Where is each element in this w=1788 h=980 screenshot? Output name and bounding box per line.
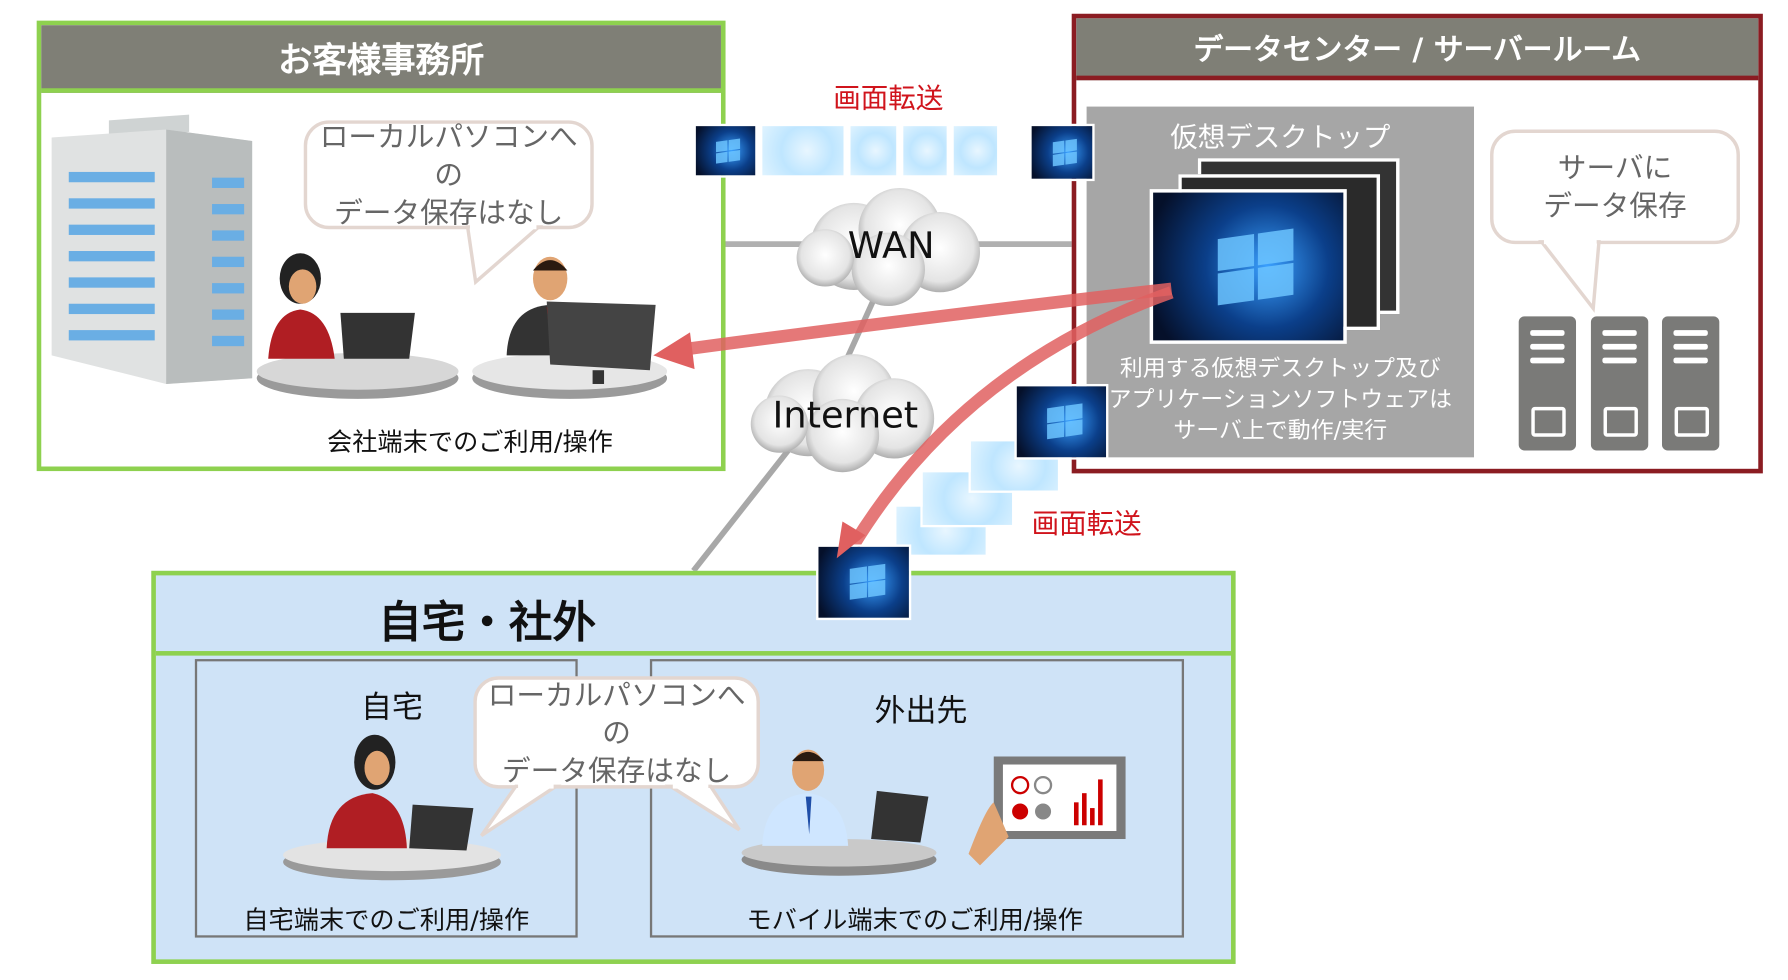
wan-label: WAN <box>847 223 935 268</box>
screen-thumbnail-icon <box>1029 123 1095 182</box>
mobile-worker-icon <box>741 749 1126 876</box>
virtual-desktop-description: 利用する仮想デスクトップ及び アプリケーションソフトウェアは サーバ上で動作/実… <box>1087 353 1474 446</box>
server-icon <box>1518 316 1577 451</box>
remote-header-divider <box>155 651 1232 656</box>
remote-bubble-tails <box>479 784 741 838</box>
server-icon <box>1590 316 1649 451</box>
desc-line: サーバ上で動作/実行 <box>1173 416 1388 444</box>
screen-transfer-label-top: 画面転送 <box>833 82 944 115</box>
desc-line: 利用する仮想デスクトップ及び <box>1119 354 1441 382</box>
screen-thumbnail-faded-icon <box>759 123 846 178</box>
office-panel <box>36 20 726 472</box>
virtual-desktop-title: 仮想デスクトップ <box>1170 121 1391 154</box>
screen-thumbnail-icon <box>1014 383 1109 460</box>
home-worker-icon <box>283 734 501 881</box>
screen-thumbnail-icon <box>816 544 912 621</box>
windows-desktop-screen-icon <box>1149 189 1347 344</box>
away-label: 外出先 <box>874 693 968 729</box>
remote-speech-bubble: ローカルパソコンへの データ保存はなし <box>473 676 760 789</box>
screen-thumbnail-faded-icon <box>900 123 950 178</box>
screen-thumbnail-faded-icon <box>848 123 899 178</box>
desc-line: アプリケーションソフトウェアは <box>1108 385 1453 413</box>
office-speech-bubble: ローカルパソコンへの データ保存はなし <box>303 120 594 230</box>
internet-remote-line <box>691 445 794 573</box>
office-caption: 会社端末でのご利用/操作 <box>326 428 613 458</box>
internet-label: Internet <box>772 393 919 437</box>
bubble-line: ローカルパソコンへの <box>319 120 578 192</box>
datacenter-title: データセンター / サーバールーム <box>1076 18 1759 81</box>
home-panel <box>194 659 578 938</box>
mobile-caption: モバイル端末でのご利用/操作 <box>746 906 1083 936</box>
server-speech-bubble: サーバに データ保存 <box>1490 129 1740 245</box>
screen-transfer-label-bottom: 画面転送 <box>1031 507 1142 540</box>
office-bubble-tail <box>465 224 544 286</box>
bubble-line: データ保存はなし <box>502 753 732 787</box>
datacenter-panel <box>1071 13 1763 474</box>
server-bubble-tail <box>1538 239 1601 313</box>
bubble-line: データ保存はなし <box>334 196 564 230</box>
home-caption: 自宅端末でのご利用/操作 <box>243 906 530 936</box>
screen-thumbnail-icon <box>693 123 758 178</box>
bubble-line: データ保存 <box>1543 189 1687 223</box>
home-label: 自宅 <box>361 690 423 726</box>
away-panel <box>649 659 1185 938</box>
bubble-line: ローカルパソコンへの <box>487 677 746 750</box>
office-workers-icon <box>256 253 668 399</box>
screen-thumbnail-faded-icon <box>951 123 1000 178</box>
office-title: お客様事務所 <box>41 25 721 93</box>
bubble-line: サーバに <box>1557 151 1673 185</box>
office-building-icon <box>51 114 253 384</box>
server-icon <box>1661 316 1720 451</box>
remote-title: 自宅・社外 <box>378 597 597 648</box>
